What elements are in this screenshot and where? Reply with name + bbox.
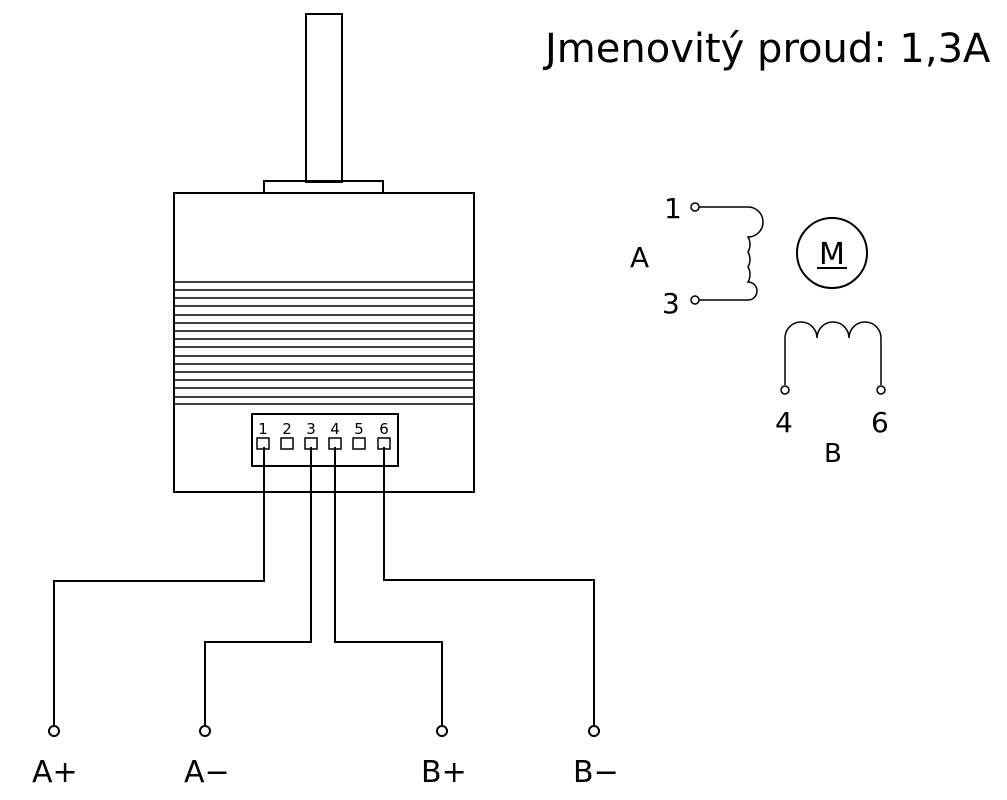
connector-pin-number: 4 <box>330 420 340 438</box>
schematic: 1 A 3 M 4 6 B <box>630 192 889 469</box>
motor-shaft <box>305 13 343 183</box>
coil-a-pin-top-label: 1 <box>664 192 682 225</box>
terminal-a-minus-dot <box>199 725 211 737</box>
connector-pin <box>280 437 294 450</box>
coil-b-label: B <box>824 439 842 469</box>
motor-fins <box>175 281 473 405</box>
rated-current-title: Jmenovitý proud: 1,3A <box>542 26 991 72</box>
wire-b-minus <box>383 447 595 726</box>
connector-pin-number: 5 <box>354 420 364 438</box>
coil-a-label: A <box>630 241 649 274</box>
terminal-a-plus-dot <box>48 725 60 737</box>
connector-pin <box>352 437 366 450</box>
connector-pin-number: 6 <box>379 420 389 438</box>
motor-body <box>173 192 475 493</box>
terminal-b-minus-dot <box>588 725 600 737</box>
connector-pin-number: 2 <box>282 420 292 438</box>
connector-pin-number: 3 <box>306 420 316 438</box>
coil-a-pin-bottom <box>690 295 700 305</box>
coil-a-pin-top <box>690 202 700 212</box>
coil-b-winding <box>784 321 882 385</box>
terminal-b-plus-label: B+ <box>421 755 467 790</box>
coil-b-pin-right <box>876 385 886 395</box>
wiring <box>53 447 595 726</box>
coil-a-pin-bottom-label: 3 <box>662 287 680 320</box>
connector-pin-number: 1 <box>258 420 268 438</box>
terminals: A+ A− B+ B− <box>32 725 619 790</box>
motor-symbol <box>796 217 868 289</box>
motor-symbol-label: M <box>819 237 845 272</box>
coil-b-pin-left-label: 4 <box>775 406 793 439</box>
wire-b-plus <box>334 447 443 726</box>
coil-b-pin-right-label: 6 <box>871 406 889 439</box>
terminal-b-plus-dot <box>436 725 448 737</box>
terminal-a-plus-label: A+ <box>32 755 78 790</box>
coil-a-winding <box>699 206 764 301</box>
terminal-b-minus-label: B− <box>573 755 619 790</box>
coil-b-pin-left <box>780 385 790 395</box>
wire-a-plus <box>53 447 265 726</box>
wire-a-minus <box>204 447 312 726</box>
terminal-a-minus-label: A− <box>184 755 230 790</box>
